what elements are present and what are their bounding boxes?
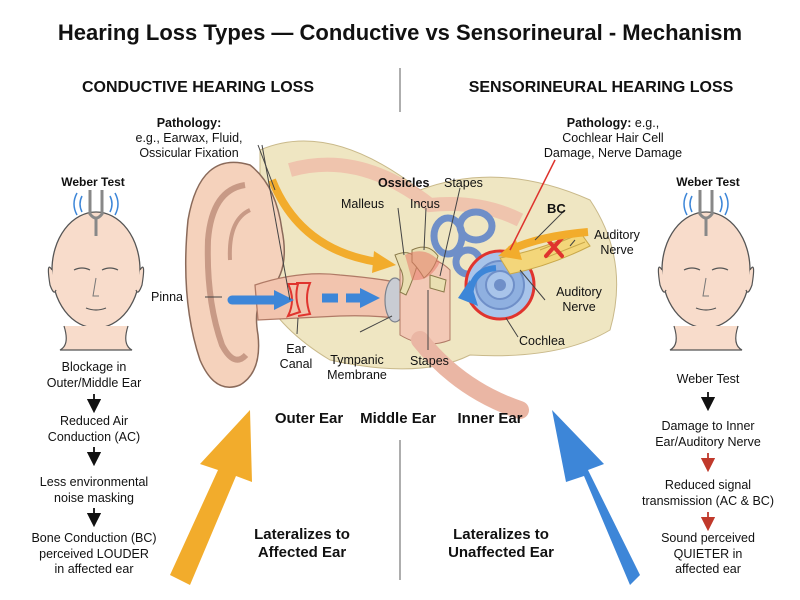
ossicles-label: Ossicles	[378, 176, 430, 190]
left-pathology-label: Pathology:	[156, 116, 222, 130]
outer-ear-label: Outer Ear	[274, 410, 344, 427]
auditory-nerve-shape	[499, 231, 591, 275]
stapes-bottom-label: Stapes	[410, 354, 449, 368]
right-flow-step-4: Sound perceived QUIETER in affected ear	[661, 531, 755, 578]
left-lateralizes: Lateralizes to Affected Ear	[254, 526, 350, 562]
right-pathology-line0: Pathology: e.g.,	[567, 116, 659, 131]
large-yellow-arrow	[170, 410, 252, 585]
left-flow-step-4: Bone Conduction (BC) perceived LOUDER in…	[31, 531, 156, 578]
tympanic-label-a: Tympanic	[330, 353, 384, 367]
left-flow-step-3: Less environmental noise masking	[40, 475, 148, 506]
large-blue-arrow	[552, 410, 640, 585]
tuning-fork-icon-right	[683, 190, 729, 236]
left-flow-step-2: Reduced Air Conduction (AC)	[48, 414, 140, 445]
left-lateralizes-b: Affected Ear	[257, 544, 347, 561]
bc-label: BC	[547, 201, 566, 216]
earwax-blockage	[286, 283, 302, 318]
left-flow-3a: Less environmental	[39, 475, 149, 489]
ear-canal-label-b: Canal	[279, 357, 313, 371]
incus-label: Incus	[410, 197, 440, 211]
right-pathology-line1: Cochlear Hair Cell	[562, 131, 664, 145]
right-flow-step-2: Damage to Inner Ear/Auditory Nerve	[655, 419, 761, 450]
left-flow-4b: perceived LOUDER	[39, 546, 149, 561]
right-head-illustration	[657, 190, 755, 351]
tympanic-label-b: Membrane	[327, 368, 387, 382]
left-weber-label: Weber Test	[61, 175, 125, 189]
right-flow-2a: Damage to Inner	[661, 419, 755, 433]
right-flow-2b: Ear/Auditory Nerve	[655, 434, 761, 449]
left-flow-1a: Blockage in	[61, 360, 127, 374]
right-flow-step-1: Weber Test	[677, 372, 740, 388]
auditory-nerve-label-2b: Nerve	[562, 300, 596, 314]
right-pathology-label: Pathology:	[566, 116, 632, 130]
auditory-nerve-label-2a: Auditory	[556, 285, 602, 299]
right-weber-label: Weber Test	[676, 175, 740, 189]
right-lateralizes-b: Unaffected Ear	[448, 544, 554, 561]
inner-ear-label: Inner Ear	[457, 410, 523, 427]
right-flow-4c: affected ear	[675, 562, 741, 577]
stapes-top-label: Stapes	[444, 176, 483, 190]
left-flow-2a: Reduced Air	[59, 414, 129, 428]
middle-ear-label: Middle Ear	[360, 410, 436, 427]
left-flow-step-1: Blockage in Outer/Middle Ear	[47, 360, 141, 391]
air-conduction-arrows	[227, 288, 380, 310]
cochlea-blue-arrow	[458, 265, 497, 306]
right-flow-4a: Sound perceived	[661, 531, 755, 545]
right-pathology-eg: e.g.,	[631, 116, 660, 130]
left-lateralizes-a: Lateralizes to	[254, 526, 350, 543]
ear-cross-section	[185, 140, 618, 419]
right-flow-step-3: Reduced signal transmission (AC & BC)	[642, 478, 774, 509]
sensorineural-heading: SENSORINEURAL HEARING LOSS	[468, 79, 734, 96]
ear-canal-label-a: Ear	[286, 342, 306, 356]
tuning-fork-icon	[73, 190, 119, 236]
right-lateralizes-a: Lateralizes to	[453, 526, 549, 543]
cochlea-label: Cochlea	[519, 334, 565, 348]
left-flow-3b: noise masking	[54, 490, 134, 505]
left-pathology-line1: e.g., Earwax, Fluid,	[135, 131, 243, 145]
malleus-label: Malleus	[341, 197, 385, 211]
left-pathology-line2: Ossicular Fixation	[139, 146, 239, 160]
conductive-heading: CONDUCTIVE HEARING LOSS	[81, 79, 315, 96]
stapes-shape	[429, 274, 447, 293]
left-flow-1b: Outer/Middle Ear	[46, 375, 142, 390]
right-flow-1a: Weber Test	[676, 372, 740, 386]
pinna-shape	[185, 161, 285, 388]
page-title: Hearing Loss Types — Conductive vs Senso…	[57, 20, 743, 45]
auditory-nerve-label-1a: Auditory	[594, 228, 640, 242]
right-flow-4b: QUIETER in	[673, 546, 743, 561]
right-pathology-line2: Damage, Nerve Damage	[543, 146, 683, 160]
auditory-nerve-label-1b: Nerve	[600, 243, 634, 257]
left-flow-2b: Conduction (AC)	[47, 429, 141, 444]
right-flow-3b: transmission (AC & BC)	[642, 493, 774, 508]
pinna-label: Pinna	[151, 290, 183, 304]
right-lateralizes: Lateralizes to Unaffected Ear	[448, 526, 554, 562]
left-head-illustration	[47, 190, 145, 351]
left-flow-4a: Bone Conduction (BC)	[31, 531, 157, 545]
right-flow-3a: Reduced signal	[664, 478, 752, 492]
left-flow-4c: in affected ear	[54, 562, 134, 577]
